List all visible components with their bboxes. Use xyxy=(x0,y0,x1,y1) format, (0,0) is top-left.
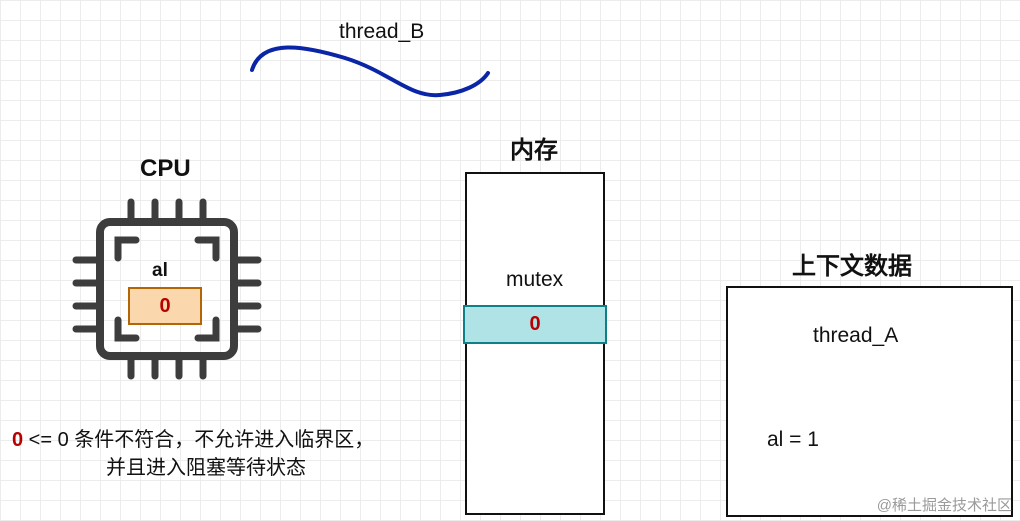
saved-al-value: al = 1 xyxy=(767,428,819,451)
note-line-1: 0 <= 0 条件不符合，不允许进入临界区， xyxy=(12,426,374,454)
cpu-title: CPU xyxy=(140,155,191,182)
mutex-cell: 0 xyxy=(463,305,607,344)
note-line-1-text: <= 0 条件不符合，不允许进入临界区， xyxy=(23,429,375,451)
memory-title: 内存 xyxy=(510,137,558,164)
watermark: @稀土掘金技术社区 xyxy=(876,497,1012,514)
note-line-2: 并且进入阻塞等待状态 xyxy=(106,457,306,479)
al-register: 0 xyxy=(128,287,202,325)
thread-b-label: thread_B xyxy=(339,20,425,43)
thread-a-label: thread_A xyxy=(813,324,899,347)
context-box xyxy=(726,286,1013,517)
condition-note: 0 <= 0 条件不符合，不允许进入临界区， 并且进入阻塞等待状态 xyxy=(12,426,374,482)
context-title: 上下文数据 xyxy=(792,253,912,280)
cpu-chip-icon xyxy=(72,198,262,380)
al-register-value: 0 xyxy=(159,294,171,317)
note-value: 0 xyxy=(12,429,24,451)
register-name: al xyxy=(152,260,168,281)
mutex-label: mutex xyxy=(506,268,564,291)
mutex-value: 0 xyxy=(529,313,541,335)
thread-b-wave xyxy=(250,45,490,98)
